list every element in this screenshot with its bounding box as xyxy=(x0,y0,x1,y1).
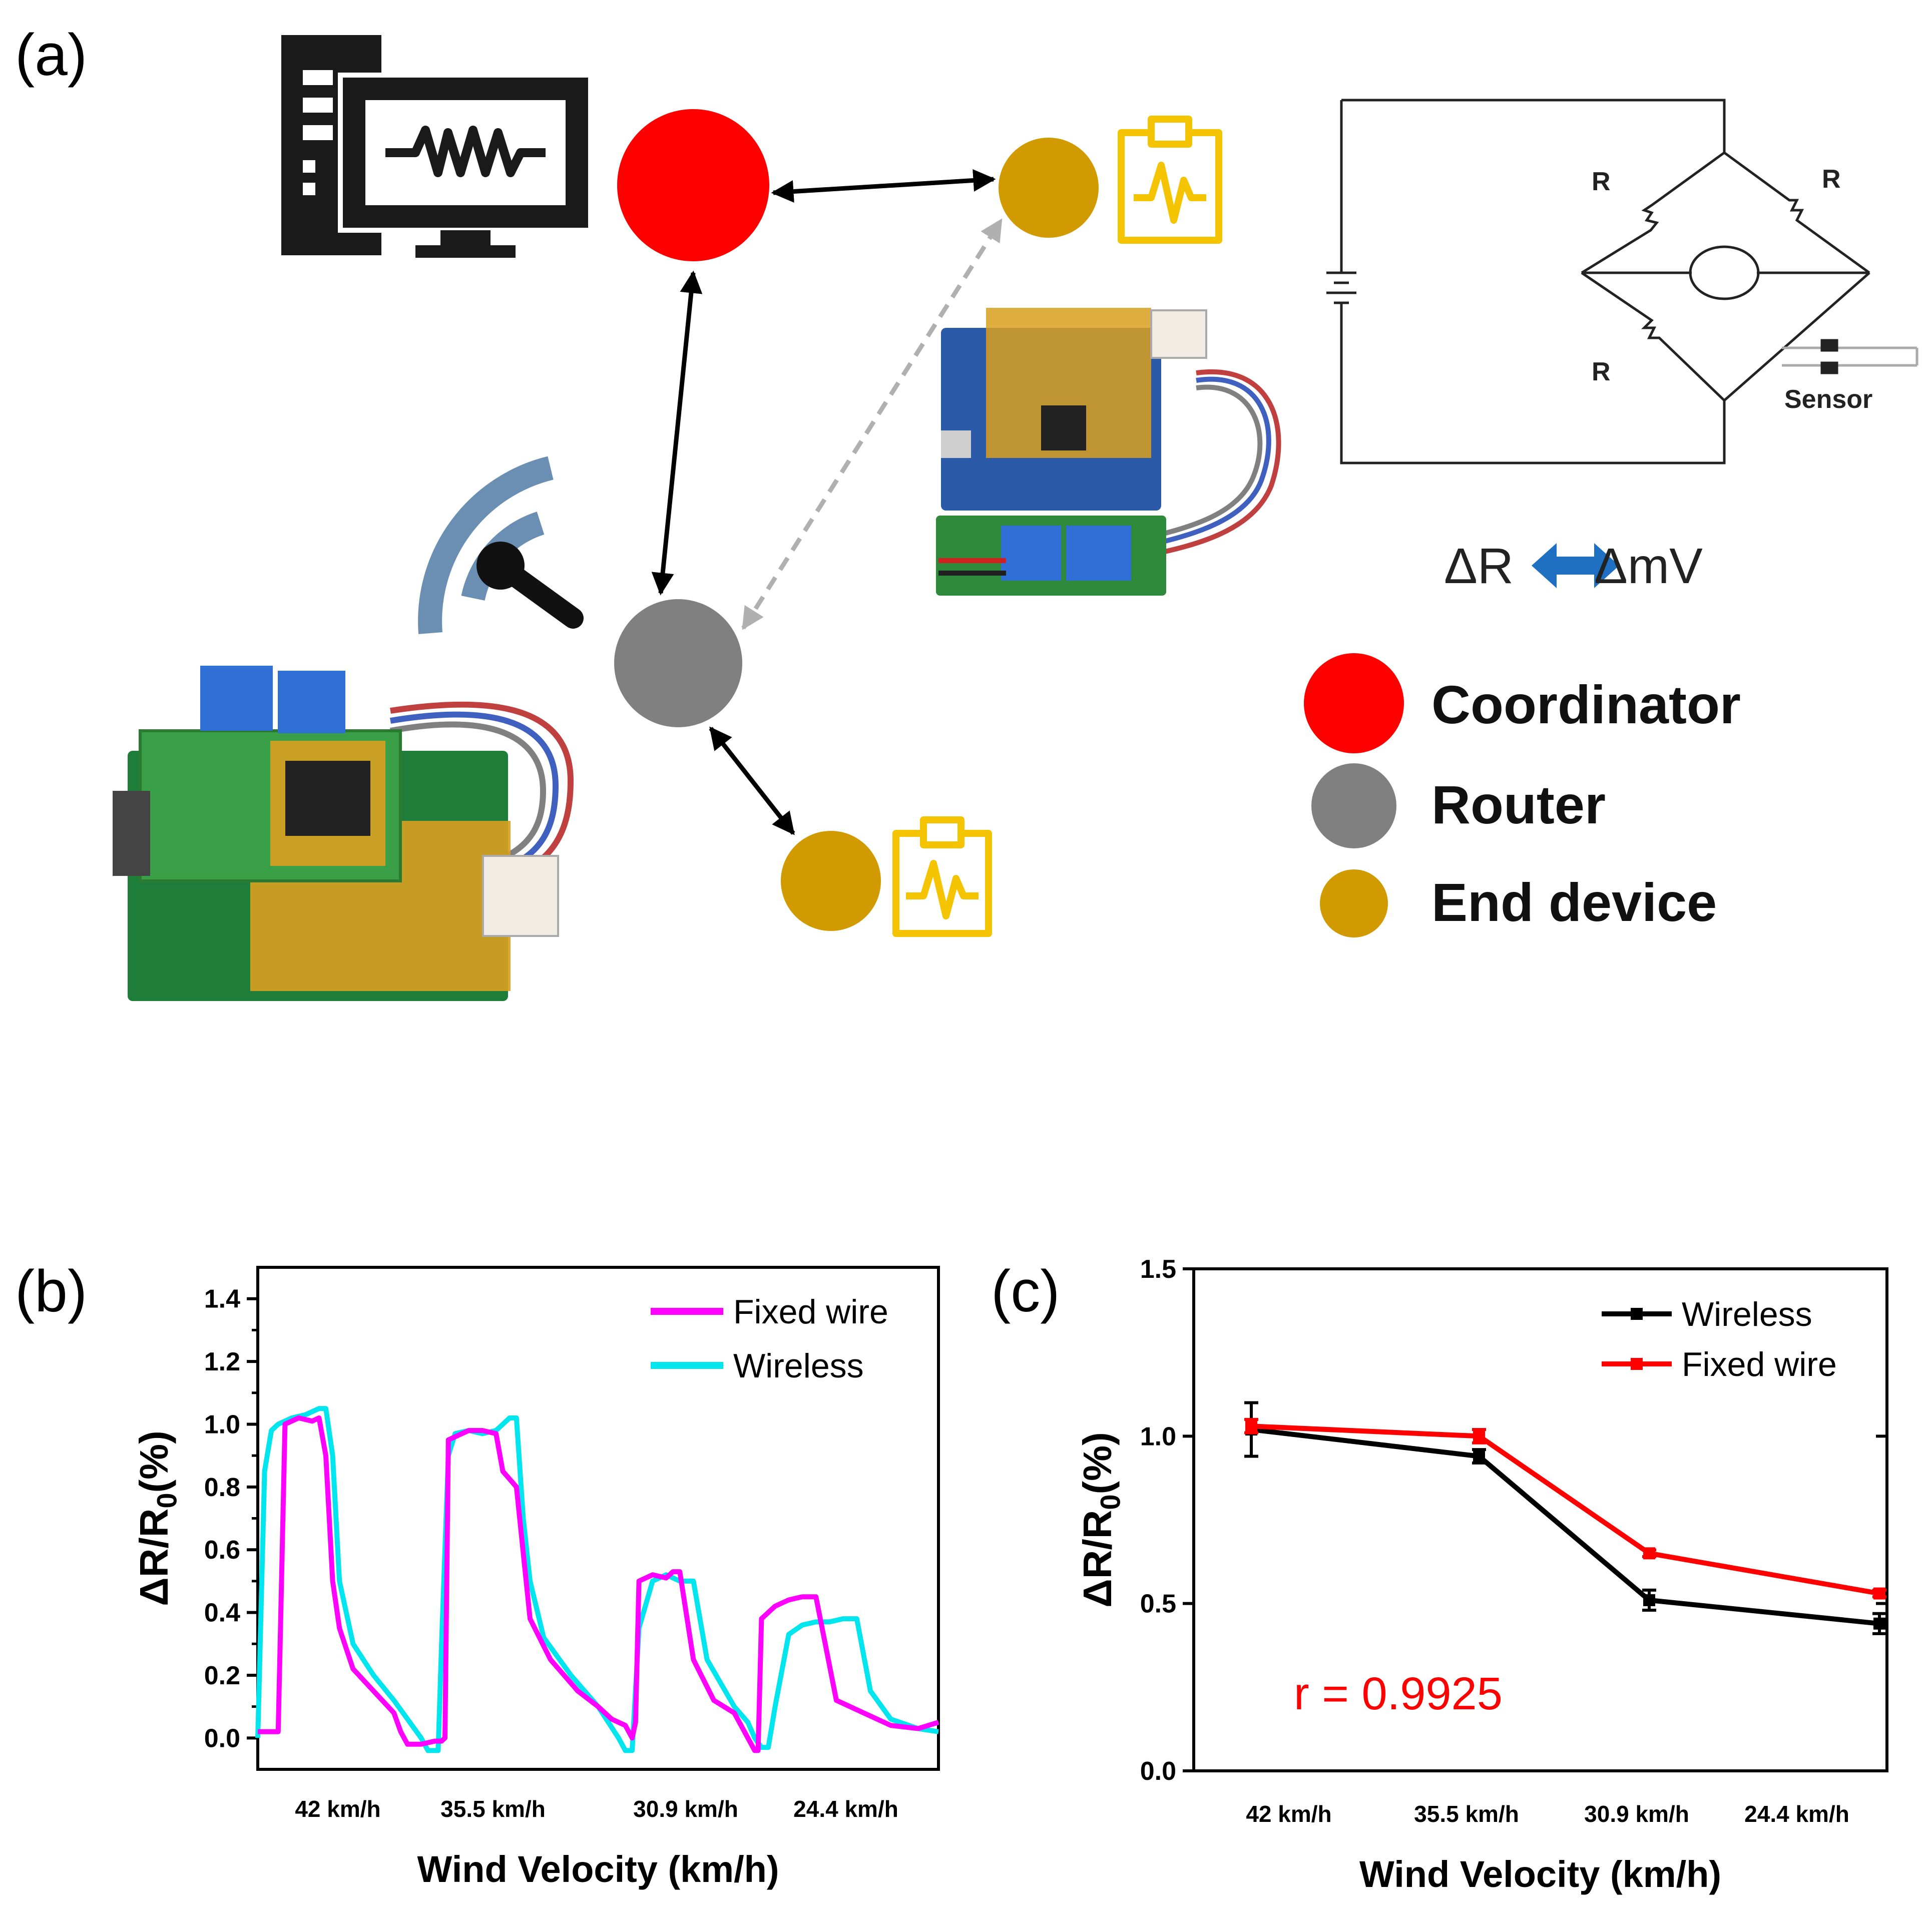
resistor-label-1: R xyxy=(1592,167,1611,196)
series-line-fixed-wire xyxy=(1251,1423,1880,1596)
legend-coordinator-label: Coordinator xyxy=(1431,674,1741,735)
link-router-enddevice-wireless xyxy=(741,218,1003,630)
y-tick-label: 0.5 xyxy=(1140,1590,1176,1619)
correlation-annotation: r = 0.9925 xyxy=(1294,1668,1503,1719)
y-tick-label: 1.5 xyxy=(1140,1255,1176,1284)
data-point-fixed-wire xyxy=(1473,1430,1485,1443)
wheatstone-bridge-circuit xyxy=(1326,99,1918,464)
data-point-fixed-wire xyxy=(1643,1547,1655,1560)
legend-router-label: Router xyxy=(1431,774,1606,835)
y-axis-label-part: ΔR/R xyxy=(1075,1510,1120,1608)
y-tick-label: 0.0 xyxy=(204,1724,240,1753)
data-point-wireless xyxy=(1873,1617,1885,1630)
network-legend: Coordinator Router End device xyxy=(1304,653,1741,937)
series-line-wireless xyxy=(1251,1427,1880,1626)
link-router-enddevice xyxy=(709,726,795,835)
x-tick-label: 35.5 km/h xyxy=(1414,1801,1519,1827)
legend-label: Wireless xyxy=(733,1347,864,1385)
chart-c: 0.0 0.5 1.0 1.5 42 km/h 35.5 km/h 30.9 km/h 24.… xyxy=(1075,1255,1888,1895)
x-tick-label: 42 km/h xyxy=(1246,1801,1331,1827)
end-device-board-photo xyxy=(936,308,1281,596)
wireless-antenna-icon xyxy=(418,456,584,634)
router-node xyxy=(614,599,742,727)
legend-label: Fixed wire xyxy=(733,1293,888,1331)
y-axis-label-part: (%) xyxy=(1075,1432,1120,1494)
data-point-wireless xyxy=(1643,1594,1655,1606)
panel-label-a: (a) xyxy=(15,22,87,88)
x-tick-label: 24.4 km/h xyxy=(1744,1801,1849,1827)
series-line-wireless xyxy=(255,1406,939,1753)
y-tick-label: 0.2 xyxy=(204,1661,240,1690)
y-tick-label: 0.4 xyxy=(204,1599,240,1628)
y-axis-label-part: (%) xyxy=(132,1430,176,1493)
resistor-label-2: R xyxy=(1822,165,1841,194)
y-tick-label: 1.4 xyxy=(204,1285,240,1314)
x-tick-label: 35.5 km/h xyxy=(440,1796,546,1822)
data-point-fixed-wire xyxy=(1873,1587,1885,1600)
y-axis-label-subscript: 0 xyxy=(1095,1494,1126,1510)
series-line-fixed-wire xyxy=(258,1415,939,1753)
y-tick-label: 0.6 xyxy=(204,1536,240,1565)
x-tick-label: 30.9 km/h xyxy=(633,1796,738,1822)
delta-mv-label: ΔmV xyxy=(1594,538,1703,594)
coordinator-node xyxy=(617,109,769,261)
end-device-node-bottom xyxy=(781,831,881,931)
x-tick-label: 24.4 km/h xyxy=(793,1796,898,1822)
y-tick-label: 1.0 xyxy=(204,1410,240,1439)
panel-label-c: (c) xyxy=(991,1258,1060,1324)
computer-monitor-icon xyxy=(281,35,593,258)
end-device-node-top xyxy=(999,138,1099,238)
y-tick-label: 0.8 xyxy=(204,1473,240,1502)
delta-r-label: ΔR xyxy=(1444,538,1514,594)
router-board-photo xyxy=(113,666,574,1001)
plot-frame xyxy=(1192,1267,1888,1772)
y-axis-label-part: ΔR/R xyxy=(132,1509,176,1606)
data-point-fixed-wire xyxy=(1245,1420,1257,1433)
chart-b: 0.0 0.2 0.4 0.6 0.8 1.0 1.2 1.4 42 km/h 35.5 km/h… xyxy=(132,1266,940,1890)
data-point-wireless xyxy=(1473,1450,1485,1463)
x-axis-label: Wind Velocity (km/h) xyxy=(417,1848,779,1890)
resistor-label-3: R xyxy=(1592,357,1611,386)
sensor-label: Sensor xyxy=(1784,385,1872,414)
y-tick-label: 1.2 xyxy=(204,1347,240,1376)
heartbeat-clipboard-icon xyxy=(892,816,992,937)
x-tick-label: 30.9 km/h xyxy=(1584,1801,1689,1827)
y-tick-label: 1.0 xyxy=(1140,1422,1176,1451)
link-coordinator-enddevice xyxy=(771,169,996,203)
legend-label: Wireless xyxy=(1682,1295,1812,1333)
legend-marker xyxy=(1631,1358,1643,1370)
legend-marker xyxy=(1631,1308,1643,1320)
link-coordinator-router xyxy=(651,270,703,596)
y-axis-label: ΔR/R0(%) xyxy=(1075,1432,1126,1608)
x-tick-label: 42 km/h xyxy=(295,1796,380,1822)
y-tick-label: 0.0 xyxy=(1140,1757,1176,1786)
double-arrow-icon xyxy=(1532,543,1619,588)
legend-end-device-marker xyxy=(1320,869,1388,937)
x-axis-label: Wind Velocity (km/h) xyxy=(1359,1853,1721,1895)
legend-router-marker xyxy=(1311,763,1396,848)
legend-coordinator-marker xyxy=(1304,653,1404,753)
legend-end-device-label: End device xyxy=(1431,872,1717,932)
legend-label: Fixed wire xyxy=(1682,1345,1837,1383)
panel-label-b: (b) xyxy=(15,1258,87,1324)
heartbeat-clipboard-icon xyxy=(1118,116,1222,244)
y-axis-label-subscript: 0 xyxy=(151,1493,183,1508)
y-axis-label: ΔR/R0(%) xyxy=(132,1430,183,1606)
